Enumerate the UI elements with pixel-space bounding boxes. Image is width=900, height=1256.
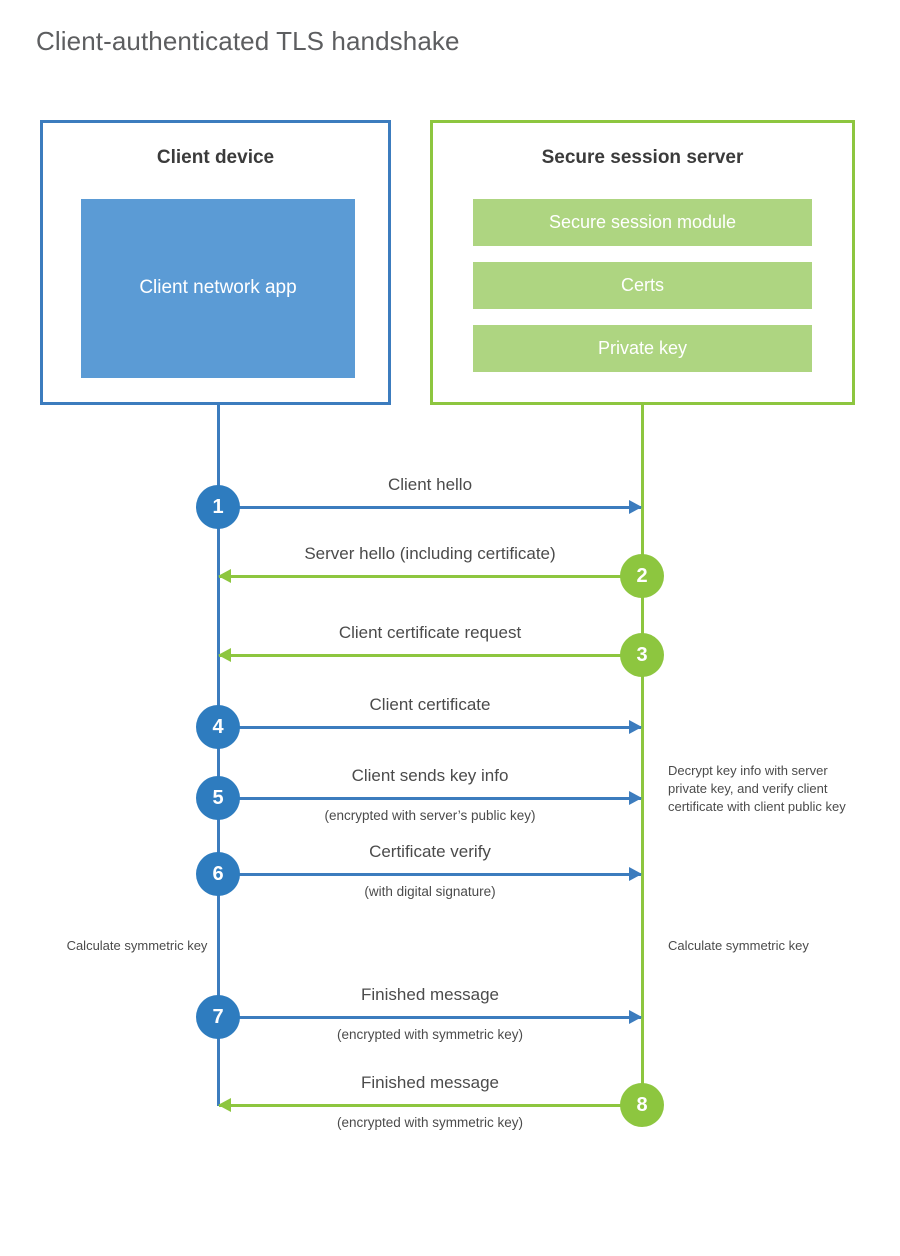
server-module-secure-session-module: Secure session module xyxy=(473,199,812,246)
server-module-private-key: Private key xyxy=(473,325,812,372)
client-device-title: Client device xyxy=(156,147,275,168)
page-title: Client-authenticated TLS handshake xyxy=(36,26,460,56)
message-label: Client certificate xyxy=(369,695,491,714)
arrow-head-left-icon xyxy=(218,648,231,662)
arrow-head-left-icon xyxy=(218,569,231,583)
message-arrow-line xyxy=(219,797,641,800)
message-arrow-line xyxy=(219,726,641,729)
client-device-box: Client device Client network app xyxy=(40,120,391,405)
message-arrow-line xyxy=(219,506,641,509)
server-lifeline xyxy=(641,405,644,1106)
secure-session-server-title: Secure session server xyxy=(541,147,744,168)
server-module-certs: Certs xyxy=(473,262,812,309)
message-arrow-line xyxy=(219,654,641,657)
step-number-badge: 6 xyxy=(196,852,240,896)
arrow-head-right-icon xyxy=(629,720,642,734)
annotation-server-calculate-symmetric-key: Calculate symmetric key xyxy=(668,938,809,953)
client-lifeline xyxy=(217,405,220,1106)
message-sublabel: (encrypted with symmetric key) xyxy=(336,1115,524,1130)
client-network-app-block: Client network app xyxy=(81,199,355,378)
step-number-badge: 2 xyxy=(620,554,664,598)
message-label: Server hello (including certificate) xyxy=(304,544,556,563)
step-number-badge: 3 xyxy=(620,633,664,677)
step-number-badge: 8 xyxy=(620,1083,664,1127)
message-arrow-line xyxy=(219,1016,641,1019)
message-label: Client sends key info xyxy=(351,766,509,785)
message-arrow-line xyxy=(219,575,641,578)
step-number-badge: 1 xyxy=(196,485,240,529)
message-sublabel: (encrypted with symmetric key) xyxy=(336,1027,524,1042)
message-sublabel: (encrypted with server’s public key) xyxy=(324,808,536,823)
arrow-head-right-icon xyxy=(629,791,642,805)
message-label: Certificate verify xyxy=(369,842,491,861)
secure-session-server-box: Secure session server Secure session mod… xyxy=(430,120,855,405)
message-label: Finished message xyxy=(361,985,499,1004)
step-number-badge: 7 xyxy=(196,995,240,1039)
arrow-head-right-icon xyxy=(629,867,642,881)
arrow-head-right-icon xyxy=(629,500,642,514)
message-arrow-line xyxy=(219,1104,641,1107)
annotation-client-calculate-symmetric-key: Calculate symmetric key xyxy=(66,938,208,953)
message-label: Client hello xyxy=(387,475,473,494)
step-number-badge: 5 xyxy=(196,776,240,820)
message-arrow-line xyxy=(219,873,641,876)
message-label: Finished message xyxy=(361,1073,499,1092)
message-label: Client certificate request xyxy=(338,623,522,642)
arrow-head-right-icon xyxy=(629,1010,642,1024)
message-sublabel: (with digital signature) xyxy=(364,884,496,899)
annotation-server-decrypt: Decrypt key info with server private key… xyxy=(668,763,846,814)
step-number-badge: 4 xyxy=(196,705,240,749)
arrow-head-left-icon xyxy=(218,1098,231,1112)
